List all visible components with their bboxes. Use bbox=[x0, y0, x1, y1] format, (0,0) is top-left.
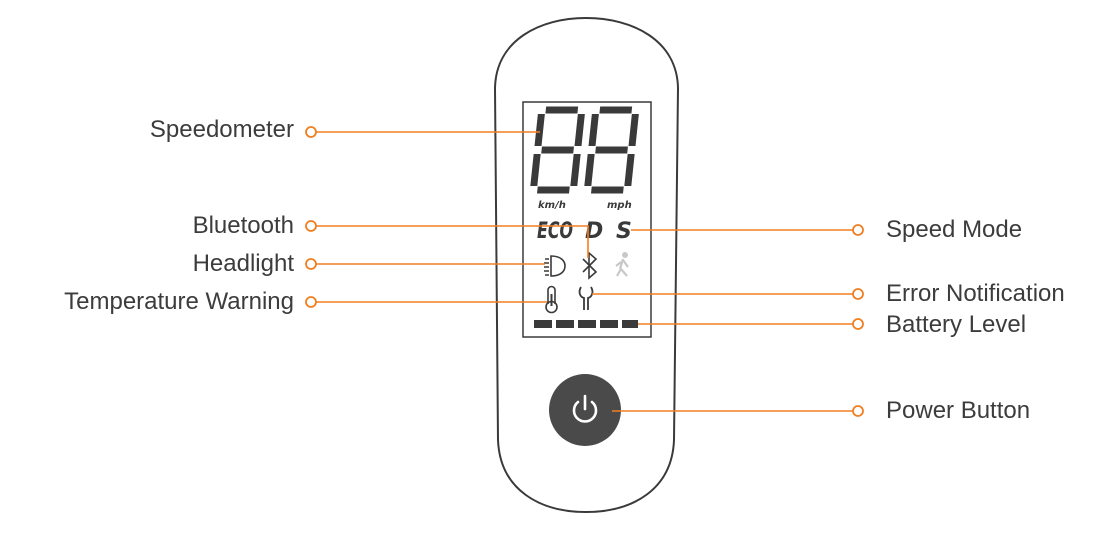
label-speed-mode: Speed Mode bbox=[886, 216, 1023, 243]
walk-icon bbox=[615, 252, 629, 277]
wrench-icon bbox=[578, 286, 594, 310]
callout-dot bbox=[852, 318, 864, 330]
label-headlight: Headlight bbox=[192, 250, 294, 277]
battery-segment bbox=[534, 320, 552, 328]
mode-eco: ECO bbox=[537, 219, 573, 244]
label-bluetooth: Bluetooth bbox=[192, 212, 294, 239]
headlight-icon bbox=[544, 255, 566, 277]
label-error-notification: Error Notification bbox=[886, 280, 1065, 307]
callout-dot bbox=[852, 288, 864, 300]
mode-s: S bbox=[616, 219, 632, 244]
label-power-button: Power Button bbox=[886, 397, 1031, 424]
battery-bar bbox=[534, 320, 638, 328]
callout-dot bbox=[305, 296, 317, 308]
battery-segment bbox=[556, 320, 574, 328]
unit-mph: mph bbox=[607, 200, 632, 211]
callout-lines bbox=[316, 131, 853, 412]
callout-bluetooth bbox=[316, 225, 589, 258]
callout-dots bbox=[305, 126, 864, 417]
callout-dot bbox=[305, 258, 317, 270]
unit-kmh: km/h bbox=[538, 200, 566, 211]
thermometer-icon bbox=[545, 285, 558, 314]
callout-dot bbox=[305, 220, 317, 232]
speed-digit-2 bbox=[584, 106, 639, 194]
battery-segment bbox=[578, 320, 596, 328]
bluetooth-icon bbox=[582, 251, 598, 280]
speed-digits bbox=[530, 106, 639, 194]
mode-d: D bbox=[585, 219, 603, 244]
label-temperature-warning: Temperature Warning bbox=[64, 288, 294, 315]
speed-digit-1 bbox=[530, 106, 585, 194]
callout-dot bbox=[852, 405, 864, 417]
label-battery-level: Battery Level bbox=[886, 311, 1027, 338]
label-speedometer: Speedometer bbox=[149, 116, 294, 143]
power-icon bbox=[572, 394, 598, 423]
battery-segment bbox=[600, 320, 618, 328]
callout-dot bbox=[305, 126, 317, 138]
callout-dot bbox=[852, 224, 864, 236]
battery-segment bbox=[622, 320, 638, 328]
